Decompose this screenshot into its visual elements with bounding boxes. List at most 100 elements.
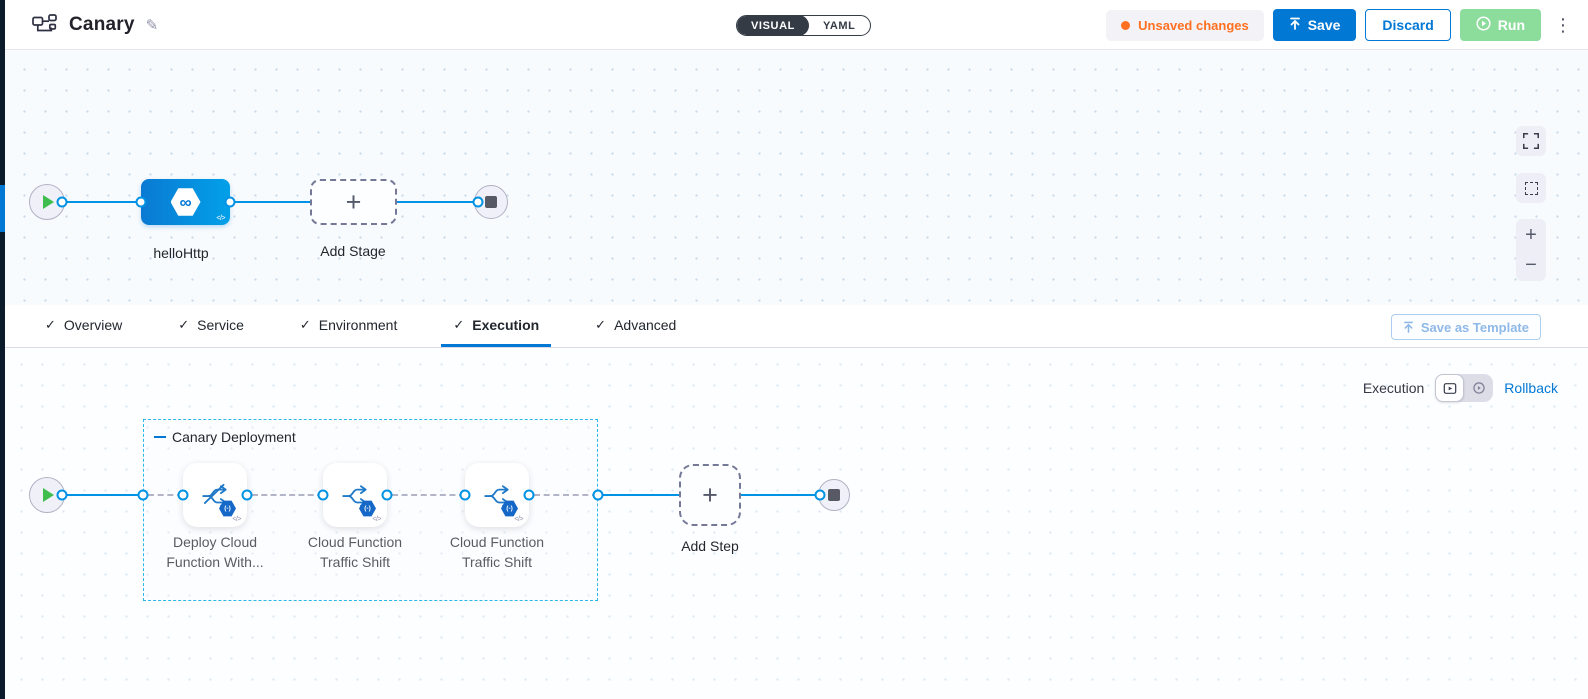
yaml-mode-button[interactable]: YAML [822, 19, 856, 32]
add-stage-button[interactable]: + [310, 179, 397, 225]
stop-icon [485, 196, 497, 208]
edge-line [63, 201, 143, 203]
plus-icon: + [345, 186, 362, 217]
code-icon: </> [514, 516, 523, 523]
zoom-in-button[interactable]: + [1525, 224, 1537, 246]
edge-line [397, 201, 478, 203]
add-step-button[interactable]: + [679, 464, 741, 526]
visual-mode-button[interactable]: VISUAL [737, 16, 809, 35]
step-traffic-shift-1[interactable]: (-) </> [323, 463, 387, 527]
tab-label: Environment [318, 316, 398, 333]
collapsed-left-nav[interactable] [0, 0, 5, 699]
tab-execution[interactable]: ✓ Execution [441, 305, 552, 347]
save-as-template-label: Save as Template [1420, 319, 1529, 335]
template-upload-icon [1403, 321, 1413, 333]
cloud-function-badge-icon: (-) [501, 500, 518, 517]
execution-mode-row: Execution Rollback [1363, 374, 1558, 402]
edit-title-icon[interactable]: ✎ [145, 16, 159, 34]
zoom-out-button[interactable]: − [1525, 254, 1537, 276]
stop-icon [828, 489, 840, 501]
connector-port[interactable] [56, 489, 68, 501]
edge-line-dashed [392, 494, 465, 496]
connector-port[interactable] [814, 489, 826, 501]
tab-advanced[interactable]: ✓ Advanced [583, 305, 688, 347]
connector-port[interactable] [137, 489, 149, 501]
step-deploy-cloud-function[interactable]: (-) </> [183, 463, 247, 527]
group-title: Canary Deployment [172, 429, 296, 445]
discard-button-label: Discard [1382, 17, 1434, 33]
tab-label: Execution [472, 316, 540, 333]
step-label: Cloud Function Traffic Shift [449, 534, 545, 570]
connector-port[interactable] [381, 489, 393, 501]
step-traffic-shift-2[interactable]: (-) </> [465, 463, 529, 527]
code-icon: </> [372, 516, 381, 523]
execution-toggle-button[interactable] [1435, 374, 1465, 402]
run-button[interactable]: Run [1459, 9, 1541, 41]
execution-toggle-icon [1443, 382, 1457, 394]
header: Canary ✎ VISUAL YAML Unsaved changes Sav… [5, 0, 1588, 50]
visual-yaml-toggle: VISUAL YAML [736, 15, 871, 36]
rollback-toggle-button[interactable] [1464, 374, 1493, 402]
selection-icon [1524, 181, 1538, 195]
connector-port[interactable] [241, 489, 253, 501]
fullscreen-icon [1523, 133, 1539, 149]
run-play-icon [1476, 16, 1491, 34]
edge-line-dashed [148, 494, 183, 496]
stage-tabs: ✓ Overview ✓ Service ✓ Environment ✓ Exe… [5, 305, 1588, 348]
tab-service[interactable]: ✓ Service [166, 305, 256, 347]
start-play-icon [43, 488, 54, 502]
plus-icon: + [702, 479, 718, 510]
code-icon: </> [232, 516, 241, 523]
zoom-controls: + − [1516, 219, 1546, 281]
save-button[interactable]: Save [1272, 9, 1357, 41]
step-label: Deploy Cloud Function With... [166, 534, 264, 570]
step-label: Cloud Function Traffic Shift [307, 534, 403, 570]
tab-label: Service [197, 316, 244, 333]
start-play-icon [43, 195, 54, 209]
check-icon: ✓ [299, 316, 311, 332]
execution-rollback-toggle [1435, 374, 1494, 402]
fullscreen-button[interactable] [1516, 126, 1546, 156]
stage-canvas[interactable]: ∞ </> helloHttp + Add Stage + − [5, 50, 1588, 305]
rollback-link[interactable]: Rollback [1504, 380, 1558, 396]
connector-port[interactable] [592, 489, 604, 501]
connector-port[interactable] [135, 196, 147, 208]
connector-port[interactable] [177, 489, 189, 501]
tab-overview[interactable]: ✓ Overview [33, 305, 134, 347]
connector-port[interactable] [459, 489, 471, 501]
more-options-icon[interactable]: ⋮ [1554, 15, 1572, 35]
edge-line-dashed [534, 494, 598, 496]
check-icon: ✓ [178, 316, 190, 332]
code-icon: </> [216, 215, 225, 222]
tab-environment[interactable]: ✓ Environment [288, 305, 410, 347]
unsaved-changes-label: Unsaved changes [1138, 17, 1249, 33]
connector-port[interactable] [472, 196, 484, 208]
select-mode-button[interactable] [1516, 173, 1546, 203]
connector-port[interactable] [224, 196, 236, 208]
check-icon: ✓ [45, 316, 56, 332]
discard-button[interactable]: Discard [1365, 9, 1451, 41]
execution-mode-label: Execution [1362, 380, 1425, 396]
collapse-group-icon[interactable] [154, 435, 166, 439]
unsaved-dot-icon [1121, 20, 1131, 30]
tab-label: Advanced [614, 316, 677, 333]
add-step-label: Add Step [681, 538, 739, 554]
cloud-function-badge-icon: (-) [219, 500, 236, 517]
edge-line [603, 494, 679, 496]
stage-node-hellohttp[interactable]: ∞ </> [141, 179, 230, 225]
active-nav-indicator [0, 185, 5, 232]
execution-canvas[interactable]: Execution Rollback [5, 348, 1588, 699]
connector-port[interactable] [523, 489, 535, 501]
stage-type-icon: ∞ [170, 188, 201, 216]
edge-line-dashed [252, 494, 323, 496]
check-icon: ✓ [595, 316, 607, 332]
connector-port[interactable] [56, 196, 68, 208]
pipeline-icon [31, 13, 58, 37]
tab-label: Overview [63, 316, 123, 333]
page-title: Canary [69, 13, 135, 35]
edge-line [230, 201, 310, 203]
connector-port[interactable] [317, 489, 329, 501]
save-as-template-button[interactable]: Save as Template [1390, 314, 1541, 340]
check-icon: ✓ [453, 316, 465, 332]
